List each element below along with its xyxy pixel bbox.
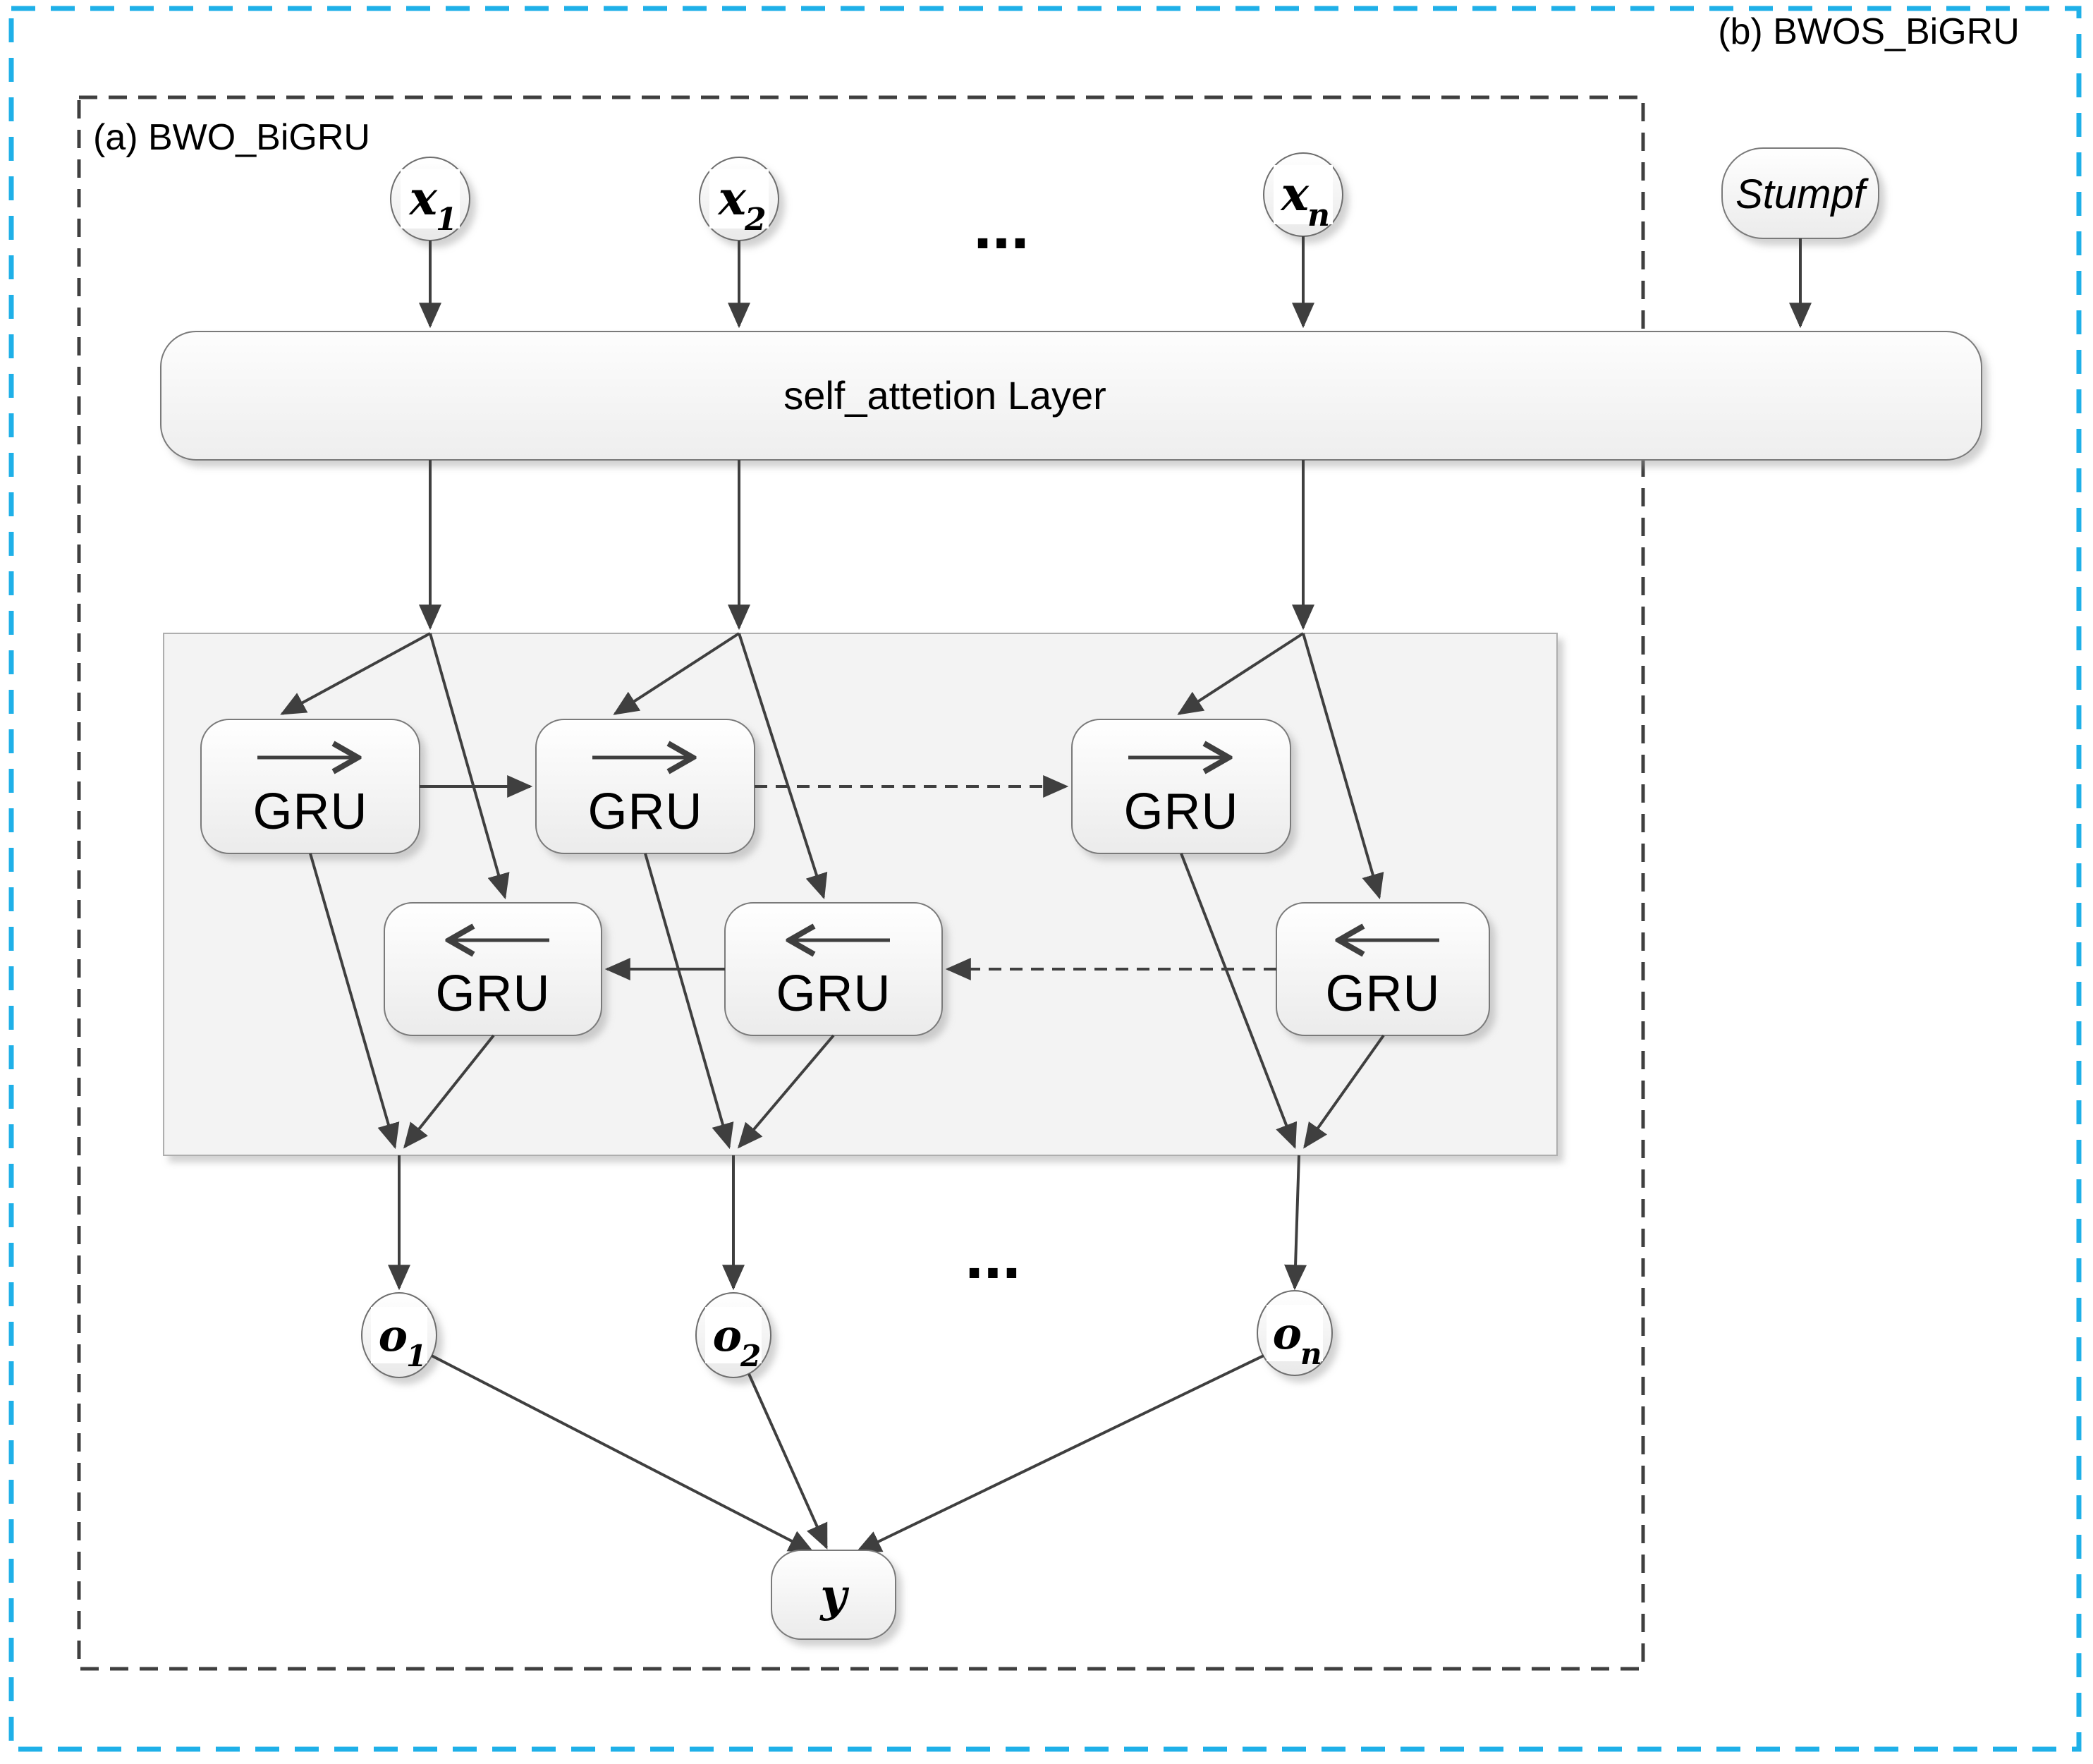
gru-label: GRU: [776, 966, 891, 1022]
arrow-forward-gru3-to-merge3: [1180, 853, 1298, 1149]
gru-label: GRU: [253, 784, 368, 840]
output-label-base: o: [379, 1310, 408, 1361]
output-node-o1: o 1: [361, 1292, 437, 1378]
label-backing: [1267, 1305, 1323, 1361]
self-attention-layer-label: self_attetion Layer: [783, 373, 1106, 418]
output-node-on: o n: [1257, 1290, 1333, 1376]
outer-dashed-border: [8, 6, 2082, 1752]
arrow-split1-to-backward-gru1: [429, 633, 510, 900]
output-label-sub: n: [1300, 1337, 1322, 1371]
output-label-sub: 1: [406, 1339, 427, 1373]
input-label-sub: 1: [436, 202, 458, 238]
outer-group-label: (b) BWOS_BiGRU: [1718, 11, 2020, 52]
arrow-o1-to-y: [431, 1354, 814, 1553]
arrow-split2-to-forward-gru2: [613, 632, 740, 715]
arrow-o2-to-y: [748, 1373, 828, 1550]
arrow-split3-to-forward-gru3: [1177, 632, 1305, 715]
input-node-x1: x 1: [390, 157, 470, 241]
arrow-on-to-y: [855, 1354, 1264, 1553]
label-backing: [401, 169, 460, 229]
label-backing: [705, 1307, 762, 1363]
backward-gru-2: GRU: [724, 902, 943, 1036]
input-node-xn: x n: [1263, 152, 1343, 237]
final-output-label: y: [819, 1569, 849, 1622]
backward-gru-1: GRU: [384, 902, 602, 1036]
output-label-sub: 2: [740, 1339, 761, 1373]
backward-gru-3: GRU: [1276, 902, 1490, 1036]
arrow-merge3-to-on: [1284, 1155, 1307, 1291]
gru-label: GRU: [588, 784, 703, 840]
input-label-sub: n: [1307, 197, 1330, 233]
stumpf-node: Stumpf: [1721, 147, 1879, 239]
label-backing: [1274, 165, 1333, 224]
output-ellipsis: ...: [965, 1218, 1020, 1293]
arrow-backward-gru1-to-merge1: [403, 1034, 495, 1149]
input-label-base: x: [408, 171, 438, 226]
self-attention-layer: self_attetion Layer: [160, 331, 1982, 461]
input-node-x2: x 2: [699, 157, 779, 241]
arrow-forward-gru2-to-merge2: [644, 853, 734, 1150]
arrow-backward-gru3-to-merge3: [1303, 1034, 1385, 1149]
arrow-backward-gru2-to-merge2: [737, 1034, 835, 1149]
output-label-base: o: [713, 1310, 742, 1361]
final-output-node-y: y: [771, 1550, 896, 1640]
forward-gru-1: GRU: [200, 719, 420, 854]
bigru-container: [163, 633, 1558, 1156]
stumpf-label: Stumpf: [1735, 171, 1869, 217]
input-label-base: x: [1280, 166, 1310, 221]
arrow-split2-to-backward-gru2: [738, 633, 828, 900]
arrow-split1-to-forward-gru1: [280, 632, 431, 715]
inner-dashed-border: [77, 95, 1645, 1671]
arrow-forward-gru1-to-merge1: [309, 853, 400, 1150]
arrow-split3-to-backward-gru3: [1302, 633, 1384, 900]
gru-label: GRU: [436, 966, 551, 1022]
gru-label: GRU: [1326, 966, 1441, 1022]
inner-group-label: (a) BWO_BiGRU: [93, 117, 370, 158]
input-label-base: x: [717, 171, 747, 226]
self-attention-layer-box: [160, 331, 1982, 461]
input-label-sub: 2: [744, 202, 767, 238]
y-box: [771, 1550, 896, 1640]
label-backing: [371, 1307, 427, 1363]
output-node-o2: o 2: [695, 1292, 771, 1378]
gru-label: GRU: [1124, 784, 1239, 840]
forward-gru-2: GRU: [535, 719, 755, 854]
label-backing: [709, 169, 769, 229]
output-label-base: o: [1273, 1308, 1302, 1359]
forward-gru-3: GRU: [1071, 719, 1291, 854]
input-ellipsis: ...: [973, 188, 1029, 263]
